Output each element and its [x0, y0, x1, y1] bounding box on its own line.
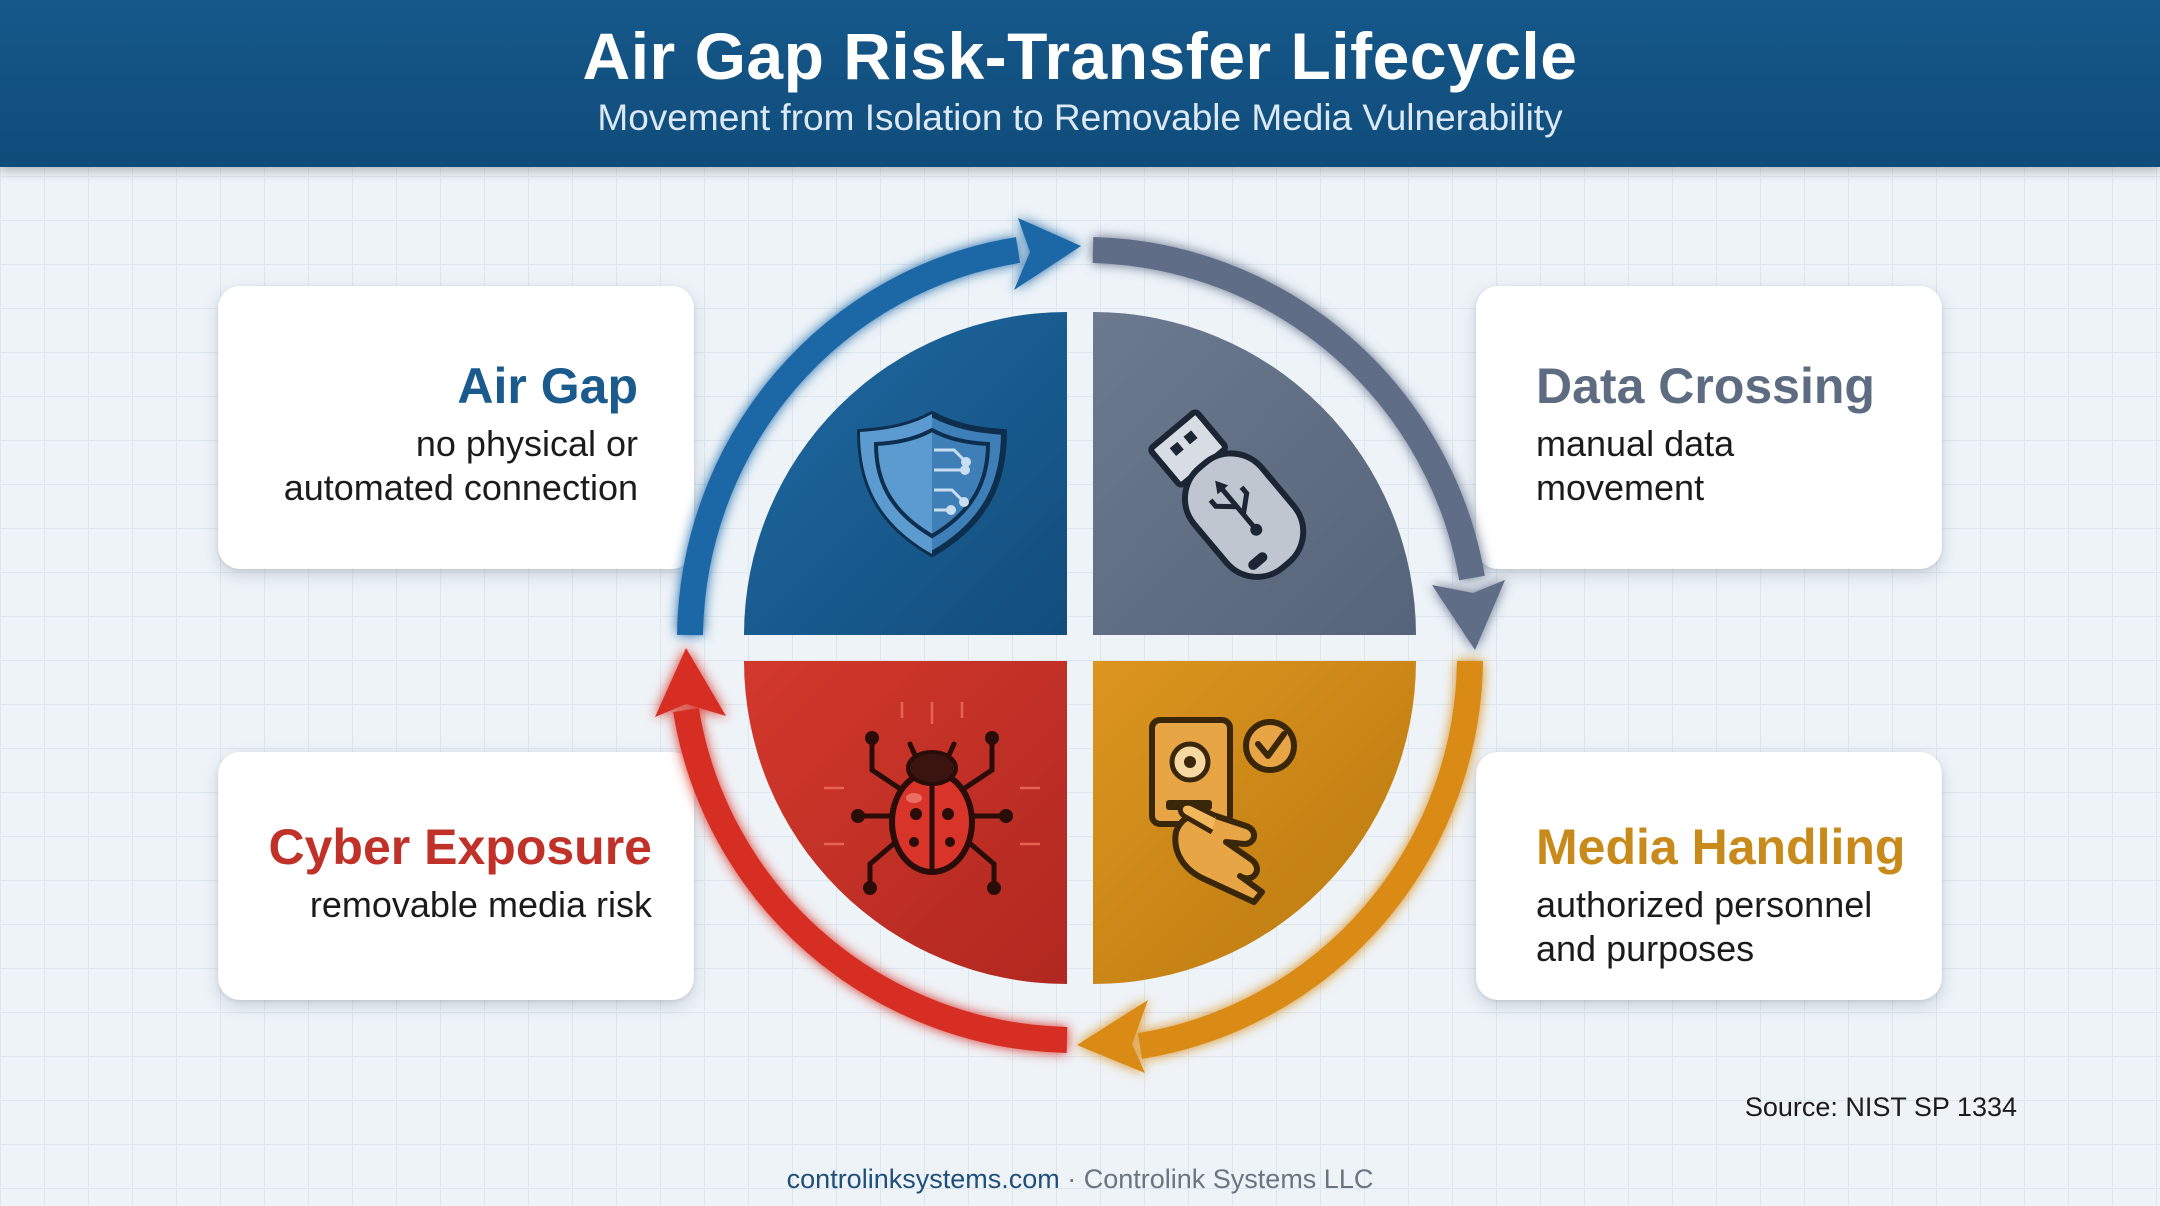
footer-separator: ·	[1059, 1164, 1084, 1194]
stage-card-air-gap: Air Gap no physical or automated connect…	[218, 286, 694, 569]
bug-icon	[824, 702, 1040, 895]
stage-desc-line: no physical or	[415, 423, 638, 464]
usb-drive-icon	[1148, 409, 1307, 580]
stage-desc-media-handling: authorized personnel and purposes	[1536, 883, 1942, 971]
header-banner: Air Gap Risk-Transfer Lifecycle Movement…	[0, 0, 2160, 167]
stage-title-media-handling: Media Handling	[1536, 819, 1906, 875]
hand-media-check-icon	[1149, 717, 1297, 905]
arrow-data-crossing-to-media-handling	[1092, 237, 1505, 650]
stage-desc-cyber-exposure: removable media risk	[218, 883, 652, 927]
stage-title-cyber-exposure: Cyber Exposure	[268, 819, 652, 875]
stage-desc-line: removable media risk	[309, 884, 652, 925]
source-citation: Source: NIST SP 1334	[1744, 1092, 2017, 1122]
page-title: Air Gap Risk-Transfer Lifecycle	[582, 19, 1578, 93]
arrow-air-gap-to-data-crossing	[677, 218, 1081, 636]
stage-desc-data-crossing: manual data movement	[1536, 422, 1942, 510]
stage-desc-line: manual data	[1536, 423, 1735, 464]
stage-desc-line: and purposes	[1536, 927, 1755, 969]
stage-card-data-crossing: Data Crossing manual data movement	[1476, 286, 1942, 569]
arrow-cyber-exposure-to-air-gap	[655, 648, 1068, 1053]
page-subtitle: Movement from Isolation to Removable Med…	[597, 97, 1563, 138]
stage-desc-line: authorized personnel	[1536, 884, 1873, 925]
stage-title-air-gap: Air Gap	[457, 358, 638, 414]
footer-website-link[interactable]: controlinksystems.com	[786, 1164, 1060, 1194]
shield-circuit-icon	[856, 410, 1008, 558]
stage-desc-line: automated connection	[283, 466, 638, 508]
arrow-media-handling-to-cyber-exposure	[1077, 660, 1483, 1073]
footer-company: Controlink Systems LLC	[1083, 1164, 1374, 1194]
stage-card-cyber-exposure: Cyber Exposure removable media risk	[218, 752, 694, 1000]
stage-desc-line: movement	[1536, 466, 1705, 508]
footer: controlinksystems.com · Controlink Syste…	[0, 1164, 2160, 1195]
stage-title-data-crossing: Data Crossing	[1536, 358, 1875, 414]
stage-desc-air-gap: no physical or automated connection	[218, 422, 638, 510]
stage-card-media-handling: Media Handling authorized personnel and …	[1476, 752, 1942, 1000]
